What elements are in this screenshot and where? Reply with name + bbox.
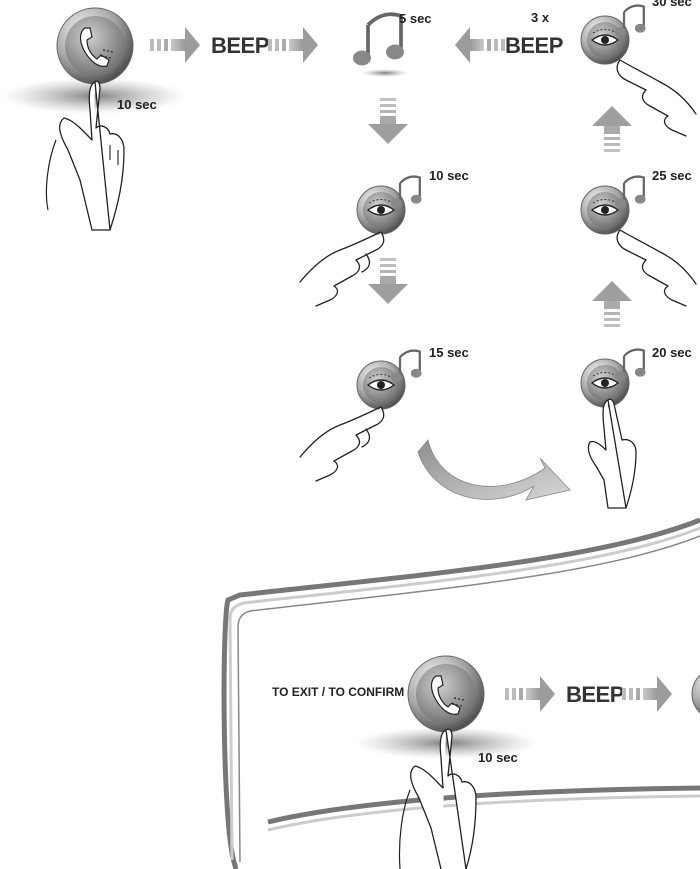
arrow-icon <box>505 676 555 712</box>
hand-icon <box>300 232 384 306</box>
arrow-icon <box>592 281 632 327</box>
arrow-icon <box>150 27 200 63</box>
phone-icon[interactable] <box>692 668 700 720</box>
step6-time-label: 20 sec <box>652 345 692 360</box>
arrow-icon <box>368 98 408 144</box>
arrow-icon <box>622 676 672 712</box>
hand-icon <box>617 230 696 306</box>
eye-icon[interactable] <box>357 361 405 409</box>
eye-icon[interactable] <box>581 16 629 64</box>
step2-group: 5 sec <box>353 11 432 77</box>
hand-icon <box>300 407 384 481</box>
arrow-icon <box>268 27 318 63</box>
hand-icon <box>588 399 636 508</box>
step6-group: 20 sec <box>581 345 692 508</box>
step3-beep-label: BEEP <box>505 33 563 58</box>
exit-time-label: 10 sec <box>478 750 518 765</box>
arrow-icon <box>592 106 632 152</box>
arrow-icon <box>368 258 408 304</box>
exit-panel: TO EXIT / TO CONFIRM 10 sec BEEP <box>224 520 700 869</box>
music-note-icon <box>353 14 404 65</box>
step5-group: 15 sec <box>300 345 469 481</box>
eye-icon[interactable] <box>357 186 405 234</box>
step2-time-label: 5 sec <box>399 11 432 26</box>
step7-group: 25 sec <box>581 168 696 306</box>
step4-time-label: 10 sec <box>429 168 469 183</box>
step8-group: 30 sec <box>581 0 696 136</box>
step8-time-label: 30 sec <box>652 0 692 9</box>
exit-beep-label: BEEP <box>566 682 624 707</box>
exit-panel-title: TO EXIT / TO CONFIRM <box>272 685 404 699</box>
step1-beep-label: BEEP <box>211 33 269 58</box>
step5-time-label: 15 sec <box>429 345 469 360</box>
arrow-icon <box>455 27 505 63</box>
step1-time-label: 10 sec <box>117 97 157 112</box>
eye-icon[interactable] <box>581 359 629 407</box>
eye-icon[interactable] <box>581 186 629 234</box>
arrow-icon <box>418 440 570 500</box>
step3-count-label: 3 x <box>531 10 550 25</box>
phone-icon[interactable] <box>408 656 484 732</box>
step7-time-label: 25 sec <box>652 168 692 183</box>
phone-icon[interactable] <box>57 8 133 84</box>
